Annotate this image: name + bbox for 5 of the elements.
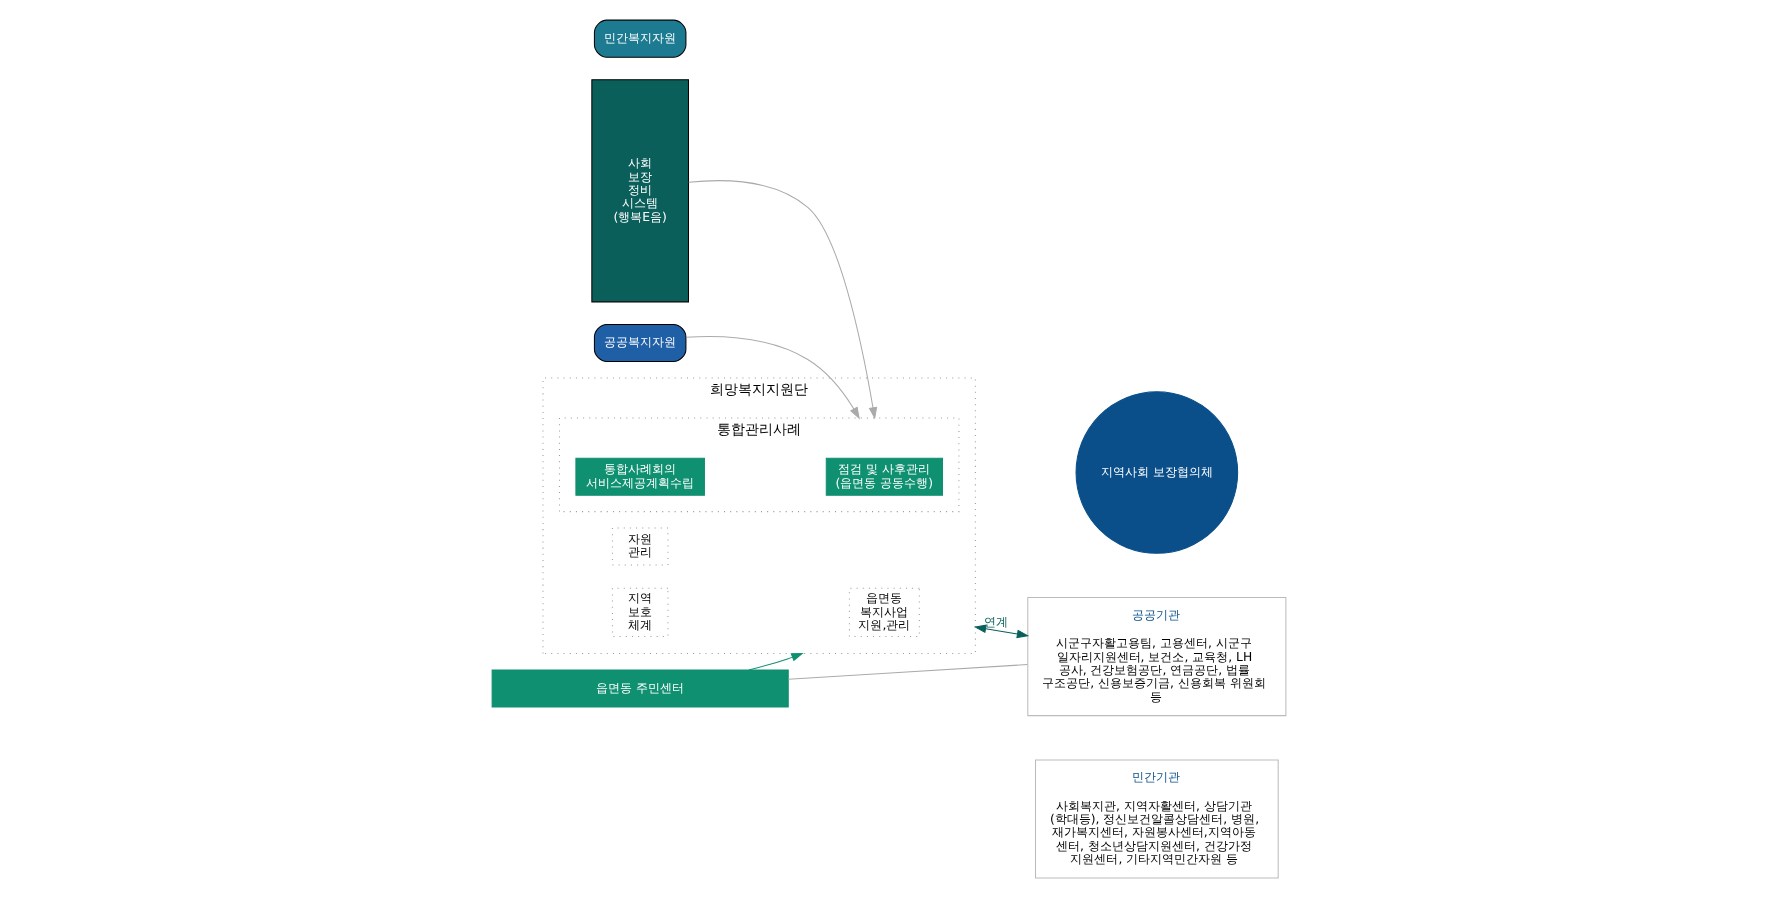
arrow [688, 180, 878, 420]
arrow [748, 652, 804, 671]
arrow [685, 336, 860, 420]
arrow [973, 624, 1030, 639]
connector [787, 664, 1028, 680]
